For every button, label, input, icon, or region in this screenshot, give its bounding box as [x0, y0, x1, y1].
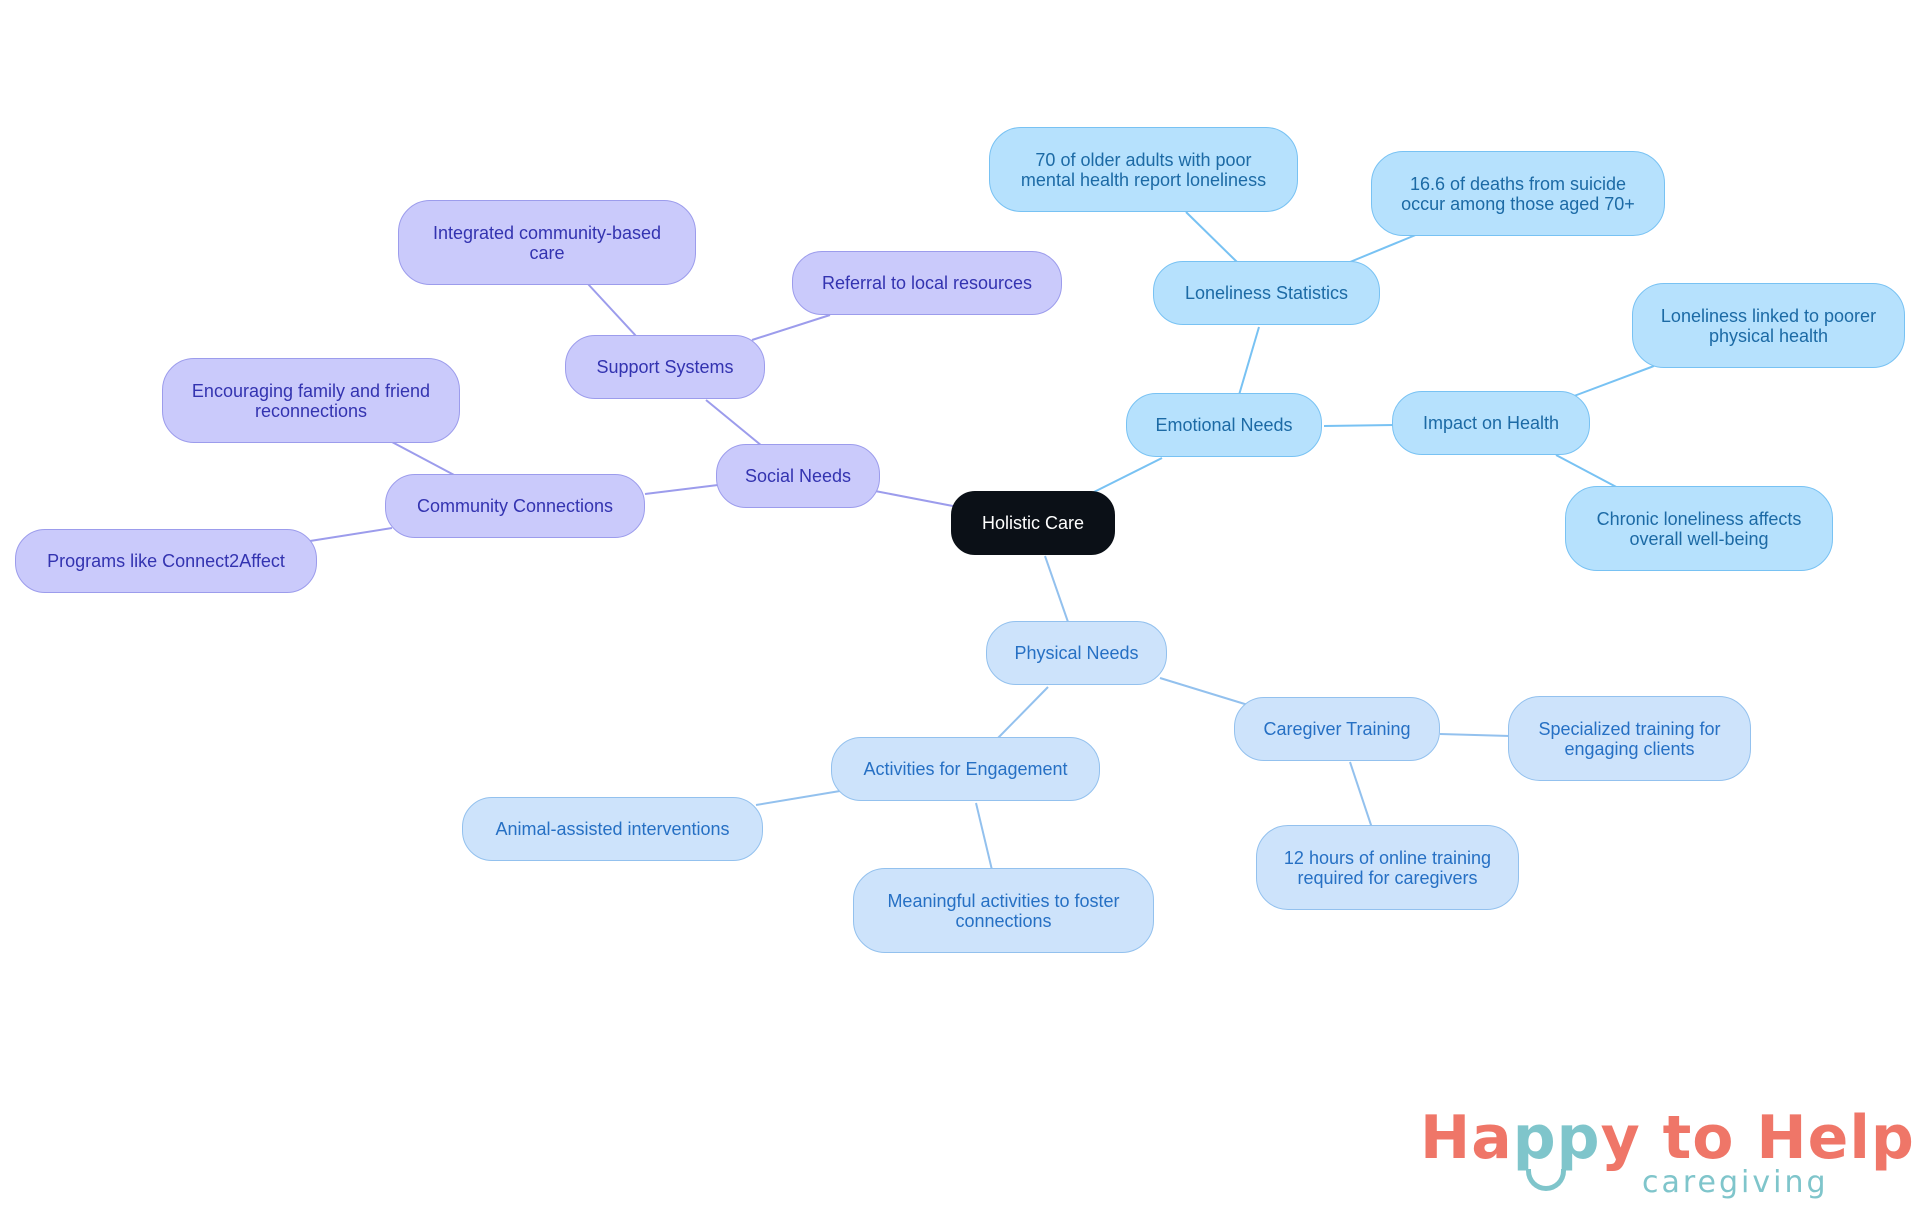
node-holistic-care[interactable]: Holistic Care [951, 491, 1115, 555]
node-emotional-needs[interactable]: Emotional Needs [1126, 393, 1322, 457]
node-stat-suicide[interactable]: 16.6 of deaths from suicide occur among … [1371, 151, 1665, 236]
edge-impact-wellbeing [1555, 454, 1623, 491]
edge-social-community [644, 484, 719, 495]
happy-to-help-logo: Happy to Help caregiving [1420, 1105, 1914, 1205]
node-referral[interactable]: Referral to local resources [792, 251, 1062, 315]
node-support-systems[interactable]: Support Systems [565, 335, 765, 399]
edge-physical-training [1159, 677, 1249, 706]
edge-activities-meaningful [975, 802, 993, 871]
edge-loneliness-stat1 [1185, 211, 1238, 263]
node-impact-on-health[interactable]: Impact on Health [1392, 391, 1590, 455]
edge-activities-animal [755, 790, 841, 806]
logo-word-pp: pp [1512, 1103, 1601, 1173]
edge-support-referral [751, 314, 831, 341]
node-meaningful[interactable]: Meaningful activities to foster connecti… [853, 868, 1154, 953]
edge-root-social [874, 490, 959, 508]
node-poorer-health[interactable]: Loneliness linked to poorer physical hea… [1632, 283, 1905, 368]
edge-community-family [391, 441, 457, 477]
node-animal-assisted[interactable]: Animal-assisted interventions [462, 797, 763, 861]
logo-word-ha: Ha [1420, 1103, 1513, 1173]
node-integrated-care[interactable]: Integrated community-based care [398, 200, 696, 285]
edge-training-specialized [1439, 733, 1511, 737]
edge-root-emotional [1089, 457, 1163, 495]
edge-impact-poorer [1573, 365, 1655, 397]
node-specialized-training[interactable]: Specialized training for engaging client… [1508, 696, 1751, 781]
node-training-hours[interactable]: 12 hours of online training required for… [1256, 825, 1519, 910]
edge-emotional-loneliness [1238, 326, 1260, 396]
node-programs[interactable]: Programs like Connect2Affect [15, 529, 317, 593]
logo-subtitle: caregiving [1642, 1165, 1829, 1200]
edge-support-integrated [587, 283, 637, 337]
node-community-connections[interactable]: Community Connections [385, 474, 645, 538]
logo-word-to-help: to Help [1662, 1103, 1915, 1173]
logo-wordmark: Happy to Help [1420, 1105, 1915, 1171]
edge-root-physical [1044, 555, 1069, 623]
node-social-needs[interactable]: Social Needs [716, 444, 880, 508]
node-well-being[interactable]: Chronic loneliness affects overall well-… [1565, 486, 1833, 571]
edge-physical-activities [997, 686, 1049, 739]
logo-word-y: y [1600, 1103, 1641, 1173]
edge-social-support [705, 399, 763, 447]
edge-emotional-impact [1323, 424, 1395, 427]
logo-smile-icon [1526, 1169, 1566, 1191]
edge-loneliness-stat2 [1349, 233, 1419, 263]
node-physical-needs[interactable]: Physical Needs [986, 621, 1167, 685]
edge-training-hours [1349, 761, 1373, 829]
node-stat-older-adults[interactable]: 70 of older adults with poor mental heal… [989, 127, 1298, 212]
node-loneliness-statistics[interactable]: Loneliness Statistics [1153, 261, 1380, 325]
node-family-friend[interactable]: Encouraging family and friend reconnecti… [162, 358, 460, 443]
node-activities[interactable]: Activities for Engagement [831, 737, 1100, 801]
edge-community-programs [309, 527, 393, 542]
node-caregiver-training[interactable]: Caregiver Training [1234, 697, 1440, 761]
